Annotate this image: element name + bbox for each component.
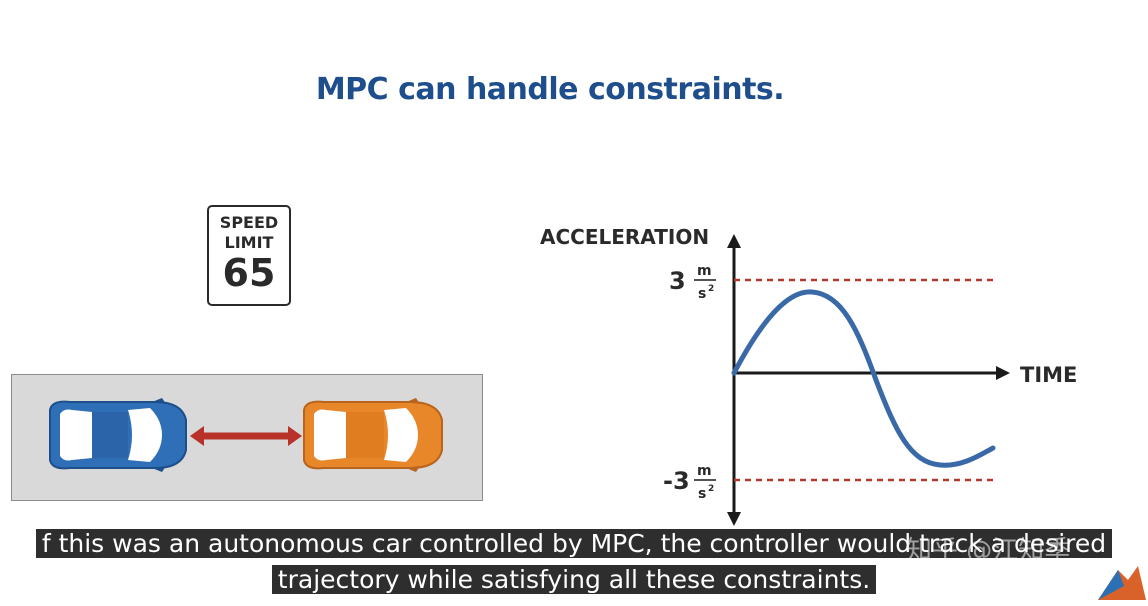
upper-unit-exp: 2 — [708, 284, 714, 294]
y-axis-label: ACCELERATION — [540, 225, 709, 249]
acceleration-curve — [731, 289, 996, 468]
gap-arrow-left-head — [190, 426, 204, 446]
x-axis-arrow — [996, 366, 1010, 380]
upper-limit-value: 3 — [669, 267, 686, 295]
subtitle-line-1: f this was an autonomous car controlled … — [0, 527, 1148, 561]
speed-sign-line1: SPEED — [219, 213, 279, 232]
blue-car-icon — [49, 398, 187, 472]
subtitle-line-1-text: f this was an autonomous car controlled … — [35, 529, 1113, 558]
y-axis-arrow-bottom — [727, 512, 741, 526]
upper-unit-num: m — [697, 263, 712, 279]
subtitle-line-2: trajectory while satisfying all these co… — [0, 563, 1148, 597]
matlab-logo-icon — [1098, 566, 1146, 600]
lower-limit-value: -3 — [663, 467, 690, 495]
y-axis-arrow-top — [727, 234, 741, 248]
slide-title: MPC can handle constraints. — [315, 72, 785, 107]
speed-limit-sign: SPEED LIMIT 65 — [207, 205, 291, 306]
upper-unit-den: s — [698, 286, 706, 302]
lower-unit-num: m — [697, 463, 712, 479]
speed-sign-value: 65 — [222, 251, 276, 295]
watermark: 知乎 @江知季 — [906, 536, 1071, 566]
lower-unit-den: s — [698, 486, 706, 502]
speed-sign-line2: LIMIT — [224, 233, 274, 252]
orange-car-icon — [303, 398, 443, 472]
gap-arrow-right-head — [288, 426, 302, 446]
x-axis-label: TIME — [1020, 363, 1077, 387]
subtitle-line-2-text: trajectory while satisfying all these co… — [271, 565, 877, 594]
lower-unit-exp: 2 — [708, 484, 714, 494]
